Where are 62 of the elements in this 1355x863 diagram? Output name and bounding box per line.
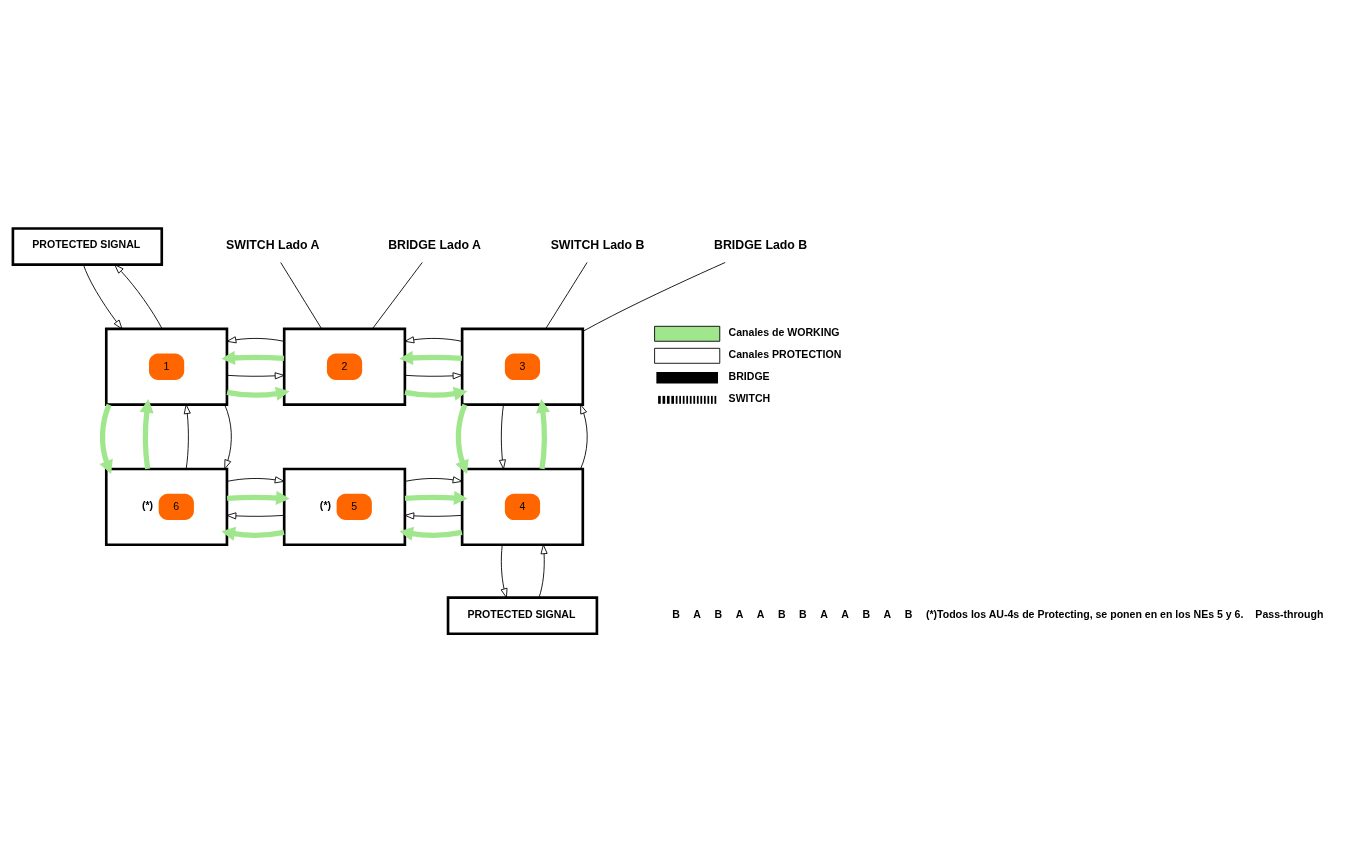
arrow (221, 350, 285, 365)
legend-label: Canales de WORKING (728, 325, 840, 338)
arrow (226, 475, 285, 483)
arrow (500, 543, 508, 598)
arrow (226, 386, 290, 401)
label: B (799, 607, 807, 620)
node-text: BRIDGE Lado A (388, 237, 481, 252)
label: B (714, 607, 723, 620)
arrow (226, 335, 285, 343)
arrow (226, 371, 285, 379)
node-box: 4 (460, 467, 585, 546)
label: B (904, 607, 913, 620)
label: A (820, 607, 828, 620)
connector (372, 261, 423, 329)
label: B (777, 607, 786, 620)
arrow (404, 475, 463, 483)
arrow (399, 526, 463, 541)
node-box: PROTECTED SIGNAL (11, 226, 164, 266)
legend-label: BRIDGE (728, 369, 770, 382)
arrow (404, 335, 463, 343)
label: A (735, 607, 744, 620)
arrow (538, 543, 548, 598)
connector (545, 261, 588, 329)
connector (280, 261, 322, 329)
arrow (226, 511, 285, 519)
label: A (841, 607, 849, 620)
arrow (99, 403, 113, 474)
label: A (756, 607, 765, 620)
legend-label: SWITCH (728, 391, 771, 404)
node-box: PROTECTED SIGNAL (446, 595, 599, 635)
node-box: 1 (104, 327, 229, 406)
arrow (404, 386, 468, 401)
arrow (83, 263, 123, 329)
arrow (404, 490, 468, 505)
legend-label: Canales PROTECTION (728, 347, 842, 360)
arrow (139, 398, 154, 469)
node-box: 2 (282, 327, 407, 406)
label: A (883, 607, 892, 620)
arrow (404, 511, 463, 519)
node-text: BRIDGE Lado B (714, 237, 808, 252)
arrow (183, 403, 191, 469)
arrow (498, 403, 506, 469)
label: A (693, 607, 701, 620)
arrow (224, 403, 232, 469)
arrow (455, 403, 469, 474)
arrow (226, 490, 290, 505)
node-text: SWITCH Lado A (226, 237, 320, 252)
arrow (114, 263, 163, 329)
node-text: SWITCH Lado B (550, 237, 645, 252)
node-box: 3 (460, 327, 585, 406)
connector (582, 261, 726, 332)
arrow (399, 350, 463, 365)
label: B (862, 607, 871, 620)
arrow (536, 398, 551, 469)
node-box: (*) 6 (104, 467, 229, 546)
node-box: (*) 5 (282, 467, 407, 546)
label: (*)Todos los AU-4s de Protecting, se ponen en en los NEs 5 y 6. (925, 607, 1244, 620)
arrow (404, 371, 463, 379)
arrow (221, 526, 285, 541)
label: B (672, 607, 680, 620)
label: Pass-through (1255, 607, 1324, 620)
arrow (580, 403, 588, 469)
